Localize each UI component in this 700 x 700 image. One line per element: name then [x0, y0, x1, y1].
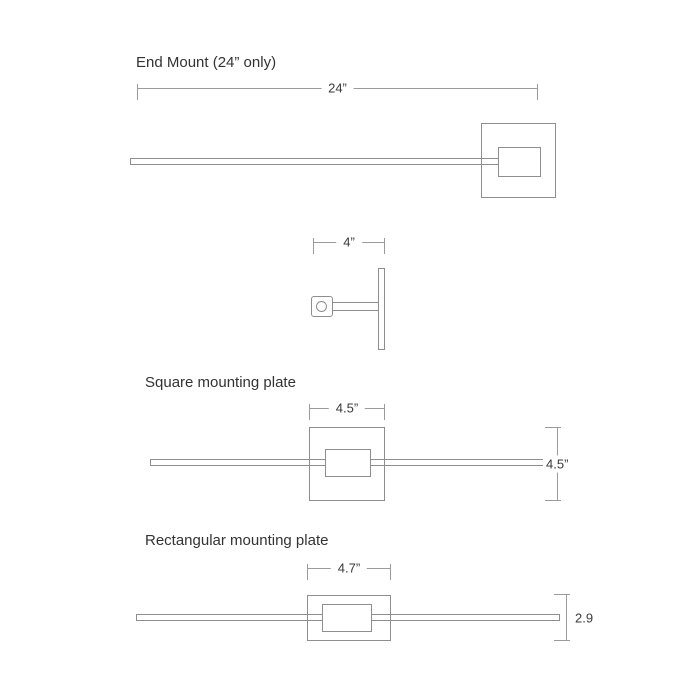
square-plate-outline — [309, 427, 385, 501]
dimension-tick — [554, 594, 570, 595]
end-mount-fixture-bar — [130, 158, 505, 165]
dimension-tick — [545, 500, 561, 501]
dimension-value: 24” — [321, 80, 354, 96]
dimension-tick — [554, 640, 570, 641]
side-view-arm — [331, 302, 381, 311]
side-view-bar-lens — [316, 301, 327, 312]
end-mount-plate-outline — [481, 123, 556, 198]
side-view-depth-dimension: 4” — [313, 234, 385, 254]
square-plate-label: Square mounting plate — [145, 374, 296, 391]
dimension-tick — [384, 238, 385, 254]
rect-plate-height-dimension: 2.9 — [550, 594, 597, 641]
dimension-tick — [307, 564, 308, 580]
end-mount-block — [498, 147, 541, 177]
dimension-tick — [537, 84, 538, 100]
rect-plate-block — [322, 604, 372, 632]
square-plate-block — [325, 449, 371, 477]
dimension-tick — [137, 84, 138, 100]
dimension-line — [566, 594, 567, 641]
end-mount-label: End Mount (24” only) — [136, 54, 277, 71]
dimension-value: 4.5” — [543, 455, 572, 473]
rect-plate-width-dimension: 4.7” — [307, 560, 391, 580]
square-plate-height-dimension: 4.5” — [541, 427, 581, 501]
dimension-tick — [390, 564, 391, 580]
dimension-value: 4” — [336, 234, 362, 250]
square-plate-width-dimension: 4.5” — [309, 400, 385, 420]
rect-plate-outline — [307, 595, 391, 641]
dimension-value: 4.5” — [328, 400, 366, 416]
dimension-value: 4.7” — [330, 560, 368, 576]
dimension-tick — [313, 238, 314, 254]
dimension-tick — [384, 404, 385, 420]
dimension-tick — [309, 404, 310, 420]
rect-plate-label: Rectangular mounting plate — [145, 532, 329, 549]
side-view-wall-plate — [378, 268, 385, 350]
dimension-tick — [545, 427, 561, 428]
end-mount-width-dimension: 24” — [137, 80, 538, 100]
dimension-value: 2.9 — [572, 609, 597, 626]
